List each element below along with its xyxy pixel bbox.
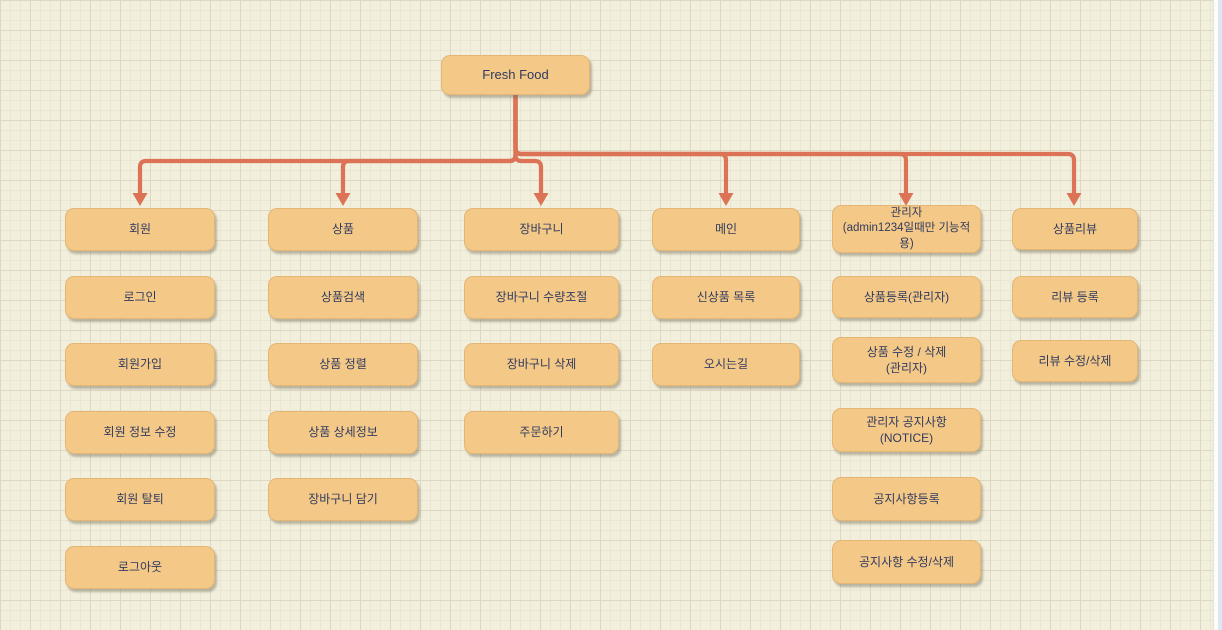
diagram-node[interactable]: 장바구니 삭제 [464,343,619,386]
diagram-node[interactable]: 공지사항 수정/삭제 [832,540,981,584]
diagram-node[interactable]: 상품 정렬 [268,343,418,386]
diagram-node[interactable]: 상품검색 [268,276,418,319]
vertical-scrollbar-thumb[interactable] [1218,0,1222,630]
diagram-node[interactable]: 주문하기 [464,411,619,454]
diagram-node-header[interactable]: 장바구니 [464,208,619,251]
connector-line [513,92,1077,198]
diagram-node[interactable]: 로그아웃 [65,546,215,589]
connector-line [513,92,909,198]
diagram-node-header[interactable]: 회원 [65,208,215,251]
root-node[interactable]: Fresh Food [441,55,590,95]
diagram-node[interactable]: 상품 상세정보 [268,411,418,454]
connector-arrowhead [718,193,734,206]
diagram-node[interactable]: 회원 탈퇴 [65,478,215,521]
diagram-node[interactable]: 장바구니 수량조절 [464,276,619,319]
diagram-node-header[interactable]: 메인 [652,208,800,251]
diagram-node-header[interactable]: 상품 [268,208,418,251]
connector-line [513,92,544,198]
connector-line [340,92,518,198]
diagram-node[interactable]: 회원 정보 수정 [65,411,215,454]
connector-arrowhead [335,193,351,206]
diagram-node[interactable]: 오시는길 [652,343,800,386]
diagram-node[interactable]: 신상품 목록 [652,276,800,319]
diagram-node[interactable]: 로그인 [65,276,215,319]
diagram-node-header[interactable]: 상품리뷰 [1012,208,1138,250]
diagram-node[interactable]: 리뷰 등록 [1012,276,1138,318]
diagram-node-header[interactable]: 관리자 (admin1234일때만 기능적용) [832,205,981,253]
diagram-node[interactable]: 장바구니 담기 [268,478,418,521]
connector-arrowhead [1066,193,1082,206]
diagram-node[interactable]: 상품 수정 / 삭제 (관리자) [832,337,981,383]
connector-line [137,92,518,198]
diagram-node[interactable]: 공지사항등록 [832,477,981,521]
connector-arrowhead [533,193,549,206]
diagram-node[interactable]: 리뷰 수정/삭제 [1012,340,1138,382]
diagram-node[interactable]: 회원가입 [65,343,215,386]
connector-line [513,92,729,198]
connector-arrowhead [132,193,148,206]
vertical-scrollbar[interactable] [1213,0,1222,630]
diagram-node[interactable]: 관리자 공지사항 (NOTICE) [832,408,981,452]
diagram-node[interactable]: 상품등록(관리자) [832,276,981,318]
